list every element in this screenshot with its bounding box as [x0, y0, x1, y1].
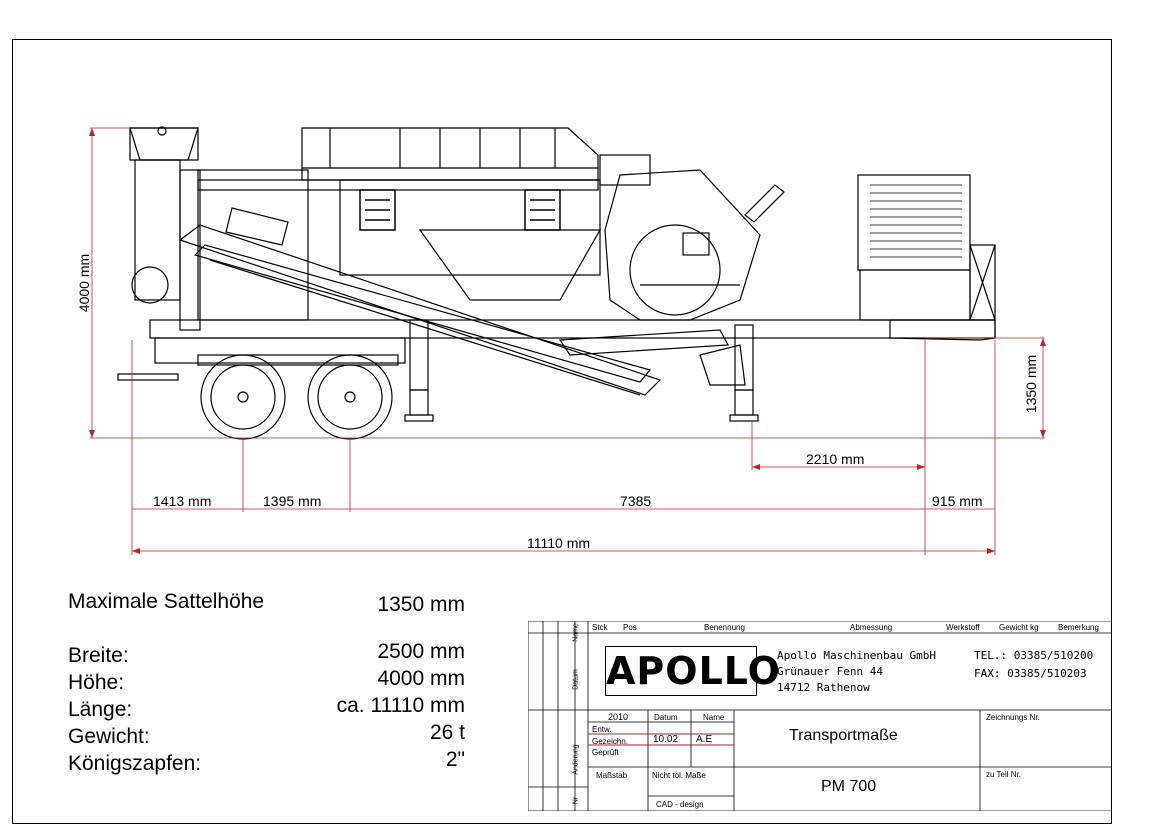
col-datum: Datum [654, 713, 678, 722]
row-label: Entw. [592, 725, 612, 734]
company-city: 14712 Rathenow [777, 681, 870, 694]
machine-outline [117, 126, 996, 440]
year: 2010 [608, 712, 629, 722]
spec-label: Gewicht: [68, 725, 150, 748]
row-date: 10.02 [653, 734, 679, 745]
company-street: Grünauer Fenn 44 [777, 665, 883, 678]
header-benennung: Benennung [704, 623, 745, 632]
side-label-datum: Datum [572, 669, 580, 690]
apollo-logo: APOLLO [605, 646, 780, 696]
company-tel: TEL.: 03385/510200 [974, 649, 1094, 662]
dim-7385: 7385 [620, 493, 652, 509]
header-bemerkung: Bemerkung [1058, 623, 1099, 632]
zu-teil-nr: zu Teil Nr. [986, 770, 1021, 779]
side-label-aenderung: Änderung [572, 744, 580, 775]
zeichnungs-nr: Zeichnungs Nr. [986, 713, 1040, 722]
dimension-arrows [89, 128, 1046, 554]
spec-value: ca. 11110 mm [336, 694, 465, 717]
col-name: Name [703, 713, 725, 722]
dim-total-length: 11110 mm [527, 535, 591, 551]
spec-label: Höhe: [68, 671, 125, 694]
cad-design: CAD - design [656, 800, 704, 809]
spec-label: Königszapfen: [68, 752, 202, 775]
dim-2210: 2210 mm [806, 451, 865, 467]
row-name: A.E [696, 734, 713, 745]
row-label: Gezeichn. [592, 737, 629, 746]
header-gewicht: Gewicht kg [999, 623, 1039, 632]
spec-label: Länge: [68, 698, 133, 721]
nicht-tol: Nicht tol. Maße [652, 771, 706, 780]
spec-value: 4000 mm [377, 667, 465, 690]
model: PM 700 [821, 778, 877, 795]
header-abmessung: Abmessung [850, 623, 893, 632]
spec-value: 1350 mm [377, 593, 465, 616]
company-name: Apollo Maschinenbau GmbH [777, 649, 936, 662]
massstab: Maßstab [596, 771, 628, 780]
header-pos: Pos [623, 623, 637, 632]
dim-1413: 1413 mm [153, 493, 212, 509]
side-label-name: Name [572, 623, 580, 642]
spec-value: 26 t [429, 721, 465, 744]
dim-saddle-height: 1350 mm [1023, 354, 1039, 414]
drawing-frame [12, 39, 1112, 824]
dimension-lines [90, 127, 1045, 555]
dim-915: 915 mm [932, 493, 983, 509]
side-label-nr: Nr [572, 796, 580, 805]
spec-label: Maximale Sattelhöhe [68, 590, 265, 613]
company-fax: FAX: 03385/510203 [974, 667, 1087, 680]
header-stck: Stck [592, 623, 608, 632]
drawing-title: Transportmaße [789, 727, 898, 744]
spec-value: 2" [445, 748, 465, 771]
title-block: Stck Pos Benennung Abmessung Werkstoff G… [528, 621, 1112, 811]
header-werkstoff: Werkstoff [946, 623, 980, 632]
row-label: Geprüft [592, 748, 619, 757]
spec-label: Breite: [68, 644, 129, 667]
dim-1395: 1395 mm [263, 493, 322, 509]
dim-height: 4000 mm [76, 253, 92, 313]
spec-value: 2500 mm [377, 640, 465, 663]
